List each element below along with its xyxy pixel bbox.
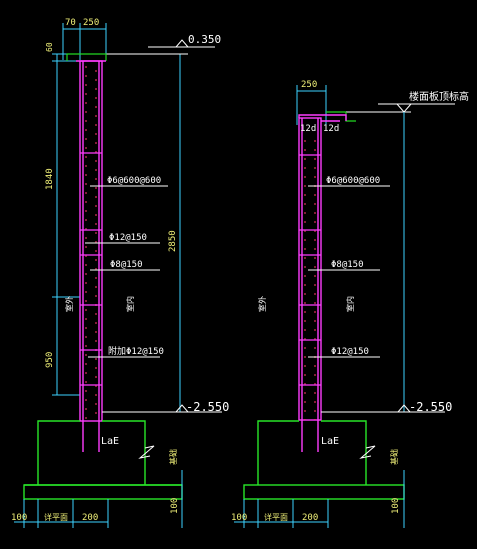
right-top-elevation-label: 楼面板顶标高: [409, 90, 469, 103]
left-bottom-dim-plan: 详平面: [44, 512, 68, 522]
right-rebar-ties: [299, 154, 321, 386]
left-bottom-right-dim-100: 100: [170, 498, 180, 514]
left-top-elevation: 0.350: [188, 33, 221, 46]
left-rebar-label-4: 附加Φ12@150: [108, 345, 164, 357]
left-bottom-elevation: -2.550: [186, 400, 229, 414]
right-break-label: 基础: [389, 449, 399, 465]
left-dim-1840: 1840: [45, 168, 55, 190]
left-break-mark: [138, 445, 155, 459]
left-bottom-dimension: [14, 470, 183, 528]
left-dim-60: 60: [45, 42, 54, 52]
right-bottom-dim-plan: 详平面: [264, 512, 288, 522]
right-break-mark: [359, 445, 376, 459]
left-rebar-label-1: Φ6@600@600: [107, 176, 161, 186]
left-wall-outline: [76, 60, 106, 452]
left-top-dim-250: 250: [83, 18, 99, 28]
left-dim-2850: 2850: [168, 230, 178, 252]
right-bottom-dim-100: 100: [231, 513, 247, 523]
right-rebar-dots: [304, 140, 316, 420]
left-break-label: 基础: [168, 449, 178, 465]
right-leaders: [308, 185, 390, 358]
left-bottom-elevation-mark: [102, 404, 222, 413]
left-outside-label: 室外: [64, 296, 74, 312]
right-inside-label: 室内: [345, 296, 355, 312]
right-bottom-elevation-mark: [321, 404, 445, 413]
left-bottom-dim-200: 200: [82, 513, 98, 523]
left-leaders: [85, 185, 168, 358]
left-dim-950: 950: [45, 352, 55, 368]
right-wall-outline: [298, 114, 347, 452]
right-bottom-right-dim-100: 100: [391, 498, 401, 514]
right-wall-detail: 250 楼面板顶标高 12d 12d: [231, 80, 469, 528]
right-anchorage-label: LaE: [321, 436, 339, 447]
left-top-dim-70: 70: [65, 18, 76, 28]
left-top-elevation-mark: [100, 39, 215, 55]
right-lap-label-2: 12d: [323, 124, 339, 134]
right-rebar-label-3: Φ12@150: [331, 347, 369, 357]
left-footing: [23, 420, 183, 500]
left-rebar-ties: [80, 152, 102, 386]
right-rebar-label-2: Φ8@150: [331, 260, 364, 270]
right-footing: [243, 420, 405, 500]
right-bottom-dim-200: 200: [302, 513, 318, 523]
left-rebar-label-3: Φ8@150: [110, 260, 143, 270]
left-bottom-dim-100: 100: [11, 513, 27, 523]
right-outside-label: 室外: [257, 296, 267, 312]
left-top-slab: [66, 53, 107, 61]
right-top-dimension: [296, 85, 327, 125]
left-side-dimension: [52, 53, 80, 396]
left-rebar-label-2: Φ12@150: [109, 233, 147, 243]
left-wall-detail: 70 250 60 1840 950 2850 0.350: [11, 18, 229, 528]
left-anchorage-label: LaE: [101, 436, 119, 447]
right-top-slab: [326, 111, 356, 122]
right-rebar-label-1: Φ6@600@600: [326, 176, 380, 186]
right-top-dim-250: 250: [301, 80, 317, 90]
left-inside-label: 室内: [125, 296, 135, 312]
right-bottom-elevation: -2.550: [409, 400, 452, 414]
right-lap-label-1: 12d: [300, 124, 316, 134]
right-top-elevation-mark: [326, 103, 455, 113]
right-bottom-dimension: [234, 470, 405, 528]
